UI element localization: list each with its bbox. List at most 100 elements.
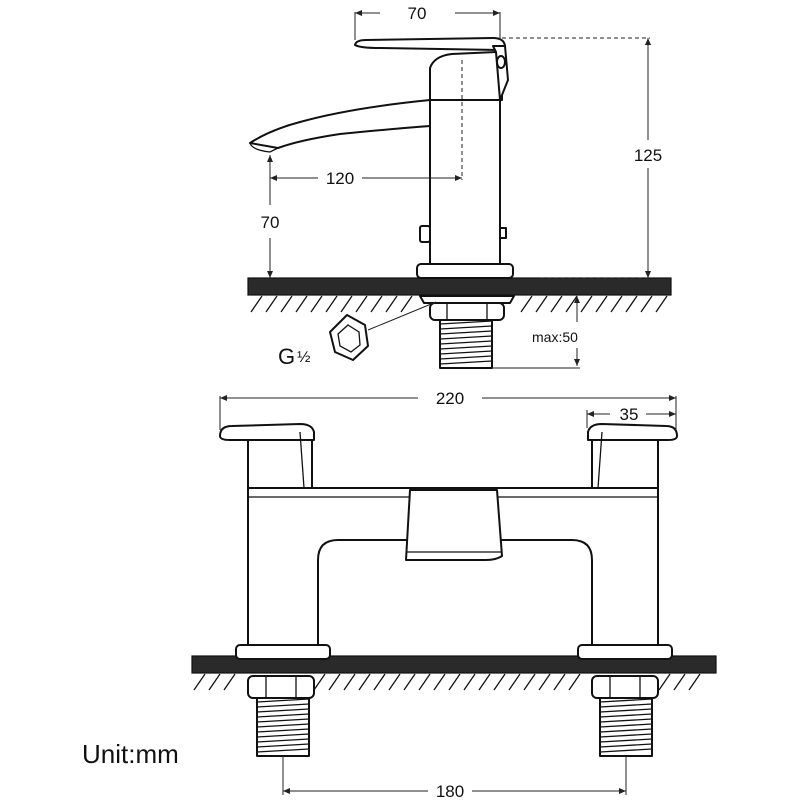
thread-line — [439, 320, 493, 325]
thread-line — [256, 718, 310, 723]
hatch-stroke — [208, 673, 221, 691]
hatch-stroke — [658, 673, 671, 691]
thread-line — [599, 728, 653, 733]
hatch-stroke — [673, 673, 686, 691]
thread-line — [439, 335, 493, 340]
left-shank-threads — [256, 698, 310, 753]
dim-top-width: 70 — [408, 4, 427, 23]
deck-plate-top — [247, 277, 672, 296]
hatch-stroke — [478, 673, 491, 691]
thread-line — [599, 713, 653, 718]
dim-spout-height: 70 — [261, 213, 280, 232]
thread-line — [256, 698, 310, 703]
hatch-stroke — [355, 295, 368, 313]
thread-line — [256, 703, 310, 708]
surface-hatching-top — [250, 295, 668, 313]
hatch-stroke — [193, 673, 206, 691]
right-flange — [577, 644, 673, 660]
hatch-stroke — [655, 295, 668, 313]
thread-line — [599, 698, 653, 703]
hatch-stroke — [448, 673, 461, 691]
right-shank-threads — [599, 698, 653, 753]
hatch-stroke — [328, 673, 341, 691]
dim-height: 125 — [634, 146, 662, 165]
hatch-stroke — [565, 295, 578, 313]
hatch-stroke — [538, 673, 551, 691]
hatch-stroke — [358, 673, 371, 691]
thread-line — [256, 743, 310, 748]
hatch-stroke — [265, 295, 278, 313]
hatch-stroke — [388, 673, 401, 691]
thread-line — [599, 748, 653, 753]
thread-line — [439, 360, 493, 365]
hex-nut-g-half — [329, 314, 369, 361]
dim-max-deck: max:50 — [532, 329, 578, 345]
hatch-stroke — [568, 673, 581, 691]
left-flange — [235, 644, 331, 660]
thread-line — [256, 723, 310, 728]
hatch-stroke — [520, 295, 533, 313]
hatch-stroke — [493, 673, 506, 691]
fixing-nut — [429, 302, 505, 321]
thread-line — [439, 345, 493, 350]
thread-line — [256, 748, 310, 753]
thread-line — [599, 743, 653, 748]
thread-line — [599, 723, 653, 728]
bridge-body — [247, 487, 659, 646]
fixing-washer — [419, 295, 515, 304]
unit-label: Unit:mm — [82, 739, 179, 769]
body-collar — [429, 51, 503, 101]
dim-centers: 180 — [436, 782, 464, 800]
surface-hatching-bottom — [193, 673, 701, 691]
right-lever — [587, 423, 678, 441]
hatch-stroke — [508, 673, 521, 691]
thread-line — [439, 355, 493, 360]
right-fixing-nut — [591, 675, 659, 699]
thread-line — [256, 708, 310, 713]
thread-line — [599, 718, 653, 723]
hatch-stroke — [373, 673, 386, 691]
hatch-stroke — [688, 673, 701, 691]
hex-leader-line — [367, 301, 437, 331]
hatch-stroke — [640, 295, 653, 313]
hatch-stroke — [595, 295, 608, 313]
hatch-stroke — [313, 673, 326, 691]
hatch-stroke — [385, 295, 398, 313]
thread-line — [599, 703, 653, 708]
hatch-stroke — [340, 295, 353, 313]
thread-line — [439, 325, 493, 330]
spout-aerator — [249, 142, 279, 153]
thread-line — [599, 733, 653, 738]
left-fixing-nut — [247, 675, 315, 699]
hatch-stroke — [295, 295, 308, 313]
hatch-stroke — [463, 673, 476, 691]
dim-total-width: 220 — [436, 389, 464, 408]
popup-rod-knob — [419, 225, 431, 243]
hatch-stroke — [250, 295, 263, 313]
thread-line — [599, 708, 653, 713]
thread-line — [256, 728, 310, 733]
hatch-stroke — [523, 673, 536, 691]
rear-lug — [499, 227, 507, 239]
right-handle-base — [591, 439, 659, 489]
dim-spout-reach: 120 — [326, 169, 354, 188]
hatch-stroke — [325, 295, 338, 313]
mixer-body — [429, 99, 501, 265]
hatch-stroke — [550, 295, 563, 313]
shank-threads — [439, 320, 493, 365]
thread-line — [256, 738, 310, 743]
thread-line — [439, 350, 493, 355]
lever-handle — [354, 37, 506, 51]
left-lever — [219, 423, 315, 441]
waterfall-spout — [405, 489, 503, 561]
hatch-stroke — [343, 673, 356, 691]
collar-knob — [496, 55, 506, 69]
thread-line — [439, 330, 493, 335]
hatch-stroke — [403, 673, 416, 691]
hatch-stroke — [400, 295, 413, 313]
hatch-stroke — [625, 295, 638, 313]
base-flange — [416, 263, 514, 279]
